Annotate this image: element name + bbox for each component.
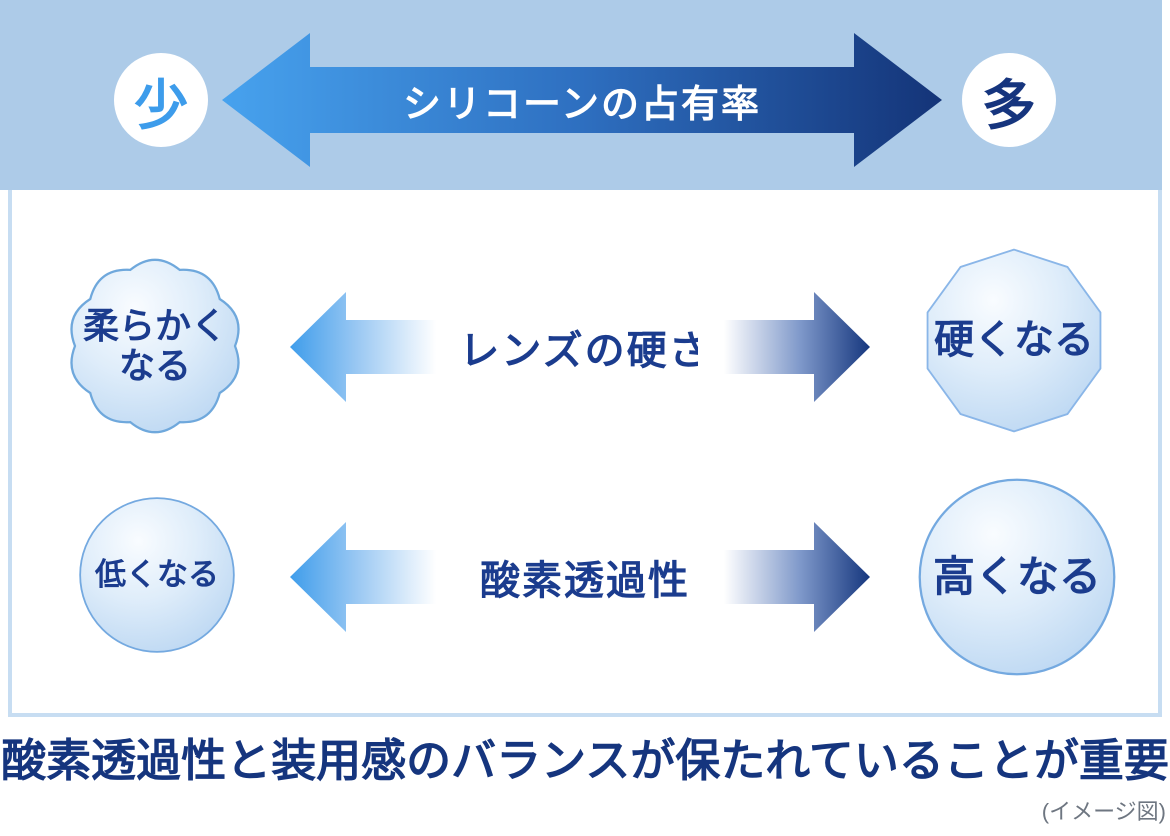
oxygen-right-arrow-icon: [698, 522, 870, 632]
softer-label: 柔らかく なる: [82, 304, 227, 387]
softer-label-line1: 柔らかく: [82, 304, 227, 346]
wavy-blob-icon: [70, 258, 240, 434]
higher-label: 高くなる: [932, 553, 1101, 601]
less-badge: 少: [114, 53, 208, 147]
harder-label: 硬くなる: [934, 318, 1094, 363]
hard-decagon-shape: 硬くなる: [914, 238, 1114, 443]
hardness-label: レンズの硬さ: [459, 329, 711, 373]
hardness-right-arrow-icon: [698, 292, 870, 402]
silicone-ratio-label: シリコーンの占有率: [402, 83, 762, 126]
high-circle-shape: 高くなる: [917, 477, 1117, 677]
large-sphere-icon: [918, 478, 1116, 676]
oxygen-left-arrow-icon: [290, 522, 462, 632]
small-sphere-icon: [79, 497, 235, 653]
decagon-icon: [926, 248, 1102, 433]
softer-label-line2: なる: [118, 345, 191, 386]
oxygen-label: 酸素透過性: [480, 559, 690, 603]
caption: 酸素透過性と装用感のバランスが保たれていることが重要: [1, 735, 1169, 786]
hardness-left-arrow-icon: [290, 292, 462, 402]
lower-label: 低くなる: [95, 556, 219, 592]
low-circle-shape: 低くなる: [78, 496, 236, 654]
soft-blob-shape: 柔らかく なる: [55, 240, 255, 452]
image-note: (イメージ図): [1041, 799, 1166, 824]
diagram-figure: シリコーンの占有率 少 多: [0, 0, 1162, 717]
silicone-ratio-arrow-icon: [222, 33, 942, 167]
more-badge: 多: [962, 53, 1056, 147]
header-band: シリコーンの占有率 少 多: [0, 0, 1162, 190]
